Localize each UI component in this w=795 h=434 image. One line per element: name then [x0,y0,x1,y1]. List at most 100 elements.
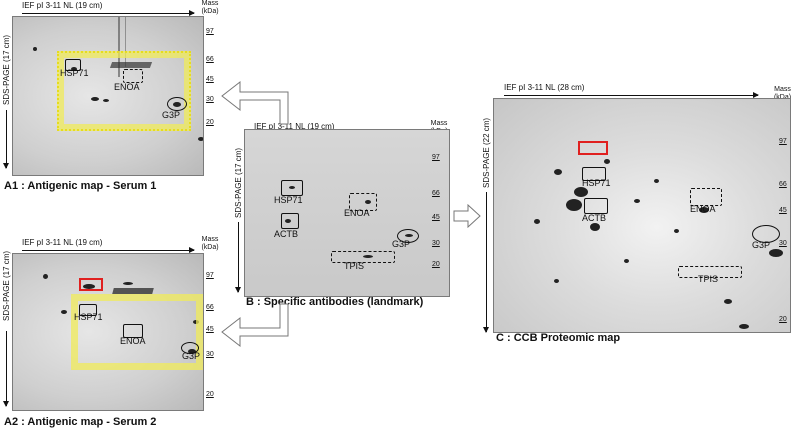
a2-sds-label: SDS-PAGE (17 cm) [2,250,11,321]
b-tpis-label: TPIS [344,261,365,271]
b-hsp71-label: HSP71 [274,195,303,205]
a1-hsp71-box [65,59,81,71]
c-hsp71-label: HSP71 [582,178,611,188]
c-tick-30: 30 [779,240,787,247]
a1-gel-image [12,16,204,176]
a1-ief-label: IEF pI 3-11 NL (19 cm) [22,1,103,10]
c-spot [739,324,749,329]
b-enoa-label: ENOA [344,208,370,218]
b-hsp71-box [281,180,303,196]
c-actb-box [584,198,608,214]
a1-mass-text: Mass (kDa) [201,0,219,15]
a2-ief-arrow [22,247,195,253]
a2-tick-20: 20 [206,391,214,398]
a1-tick-30: 30 [206,96,214,103]
a1-sds-label: SDS-PAGE (17 cm) [2,34,11,105]
arrow-b-to-a2 [221,303,289,348]
a2-yellow-region [71,294,203,370]
panel-b: IEF pI 3-11 NL (19 cm) Mass (kDa) SDS-PA… [232,118,452,308]
c-spot [574,187,588,197]
b-g3p-ellipse [397,229,419,243]
c-mass-label: Mass (kDa) [770,86,795,102]
a2-g3p-label: G3P [182,351,201,361]
c-spot [624,259,629,263]
c-mass-text: Mass (kDa) [774,86,791,101]
a1-streak [118,17,120,77]
a2-enoa-label: ENOA [120,336,146,346]
a1-mass-label: Mass (kDa) [198,0,222,16]
c-red-marker [578,141,608,155]
a2-tick-30: 30 [206,351,214,358]
b-spot [289,186,295,189]
c-enoa-box [690,188,722,206]
arrow-b-to-a1 [221,80,289,125]
panel-a1: IEF pI 3-11 NL (19 cm) Mass (kDa) SDS-PA… [0,0,222,200]
a1-hsp71-label: HSP71 [60,68,89,78]
c-tick-20: 20 [779,316,787,323]
c-hsp71-box [582,167,606,181]
a2-spot [61,310,67,314]
c-spot [699,207,709,213]
b-g3p-label: G3P [392,239,411,249]
c-spot [554,279,559,283]
a2-spot [123,282,133,285]
a1-tick-97: 97 [206,28,214,35]
a2-hsp71-label: HSP71 [74,312,103,322]
a1-enoa-label: ENOA [114,82,140,92]
b-tpis-box [331,251,395,263]
a2-gel-image [12,253,204,411]
b-tick-20: 20 [432,261,440,268]
a1-yellow-region [57,51,191,131]
c-spot [566,199,582,211]
a2-ief-label: IEF pI 3-11 NL (19 cm) [22,238,103,247]
a1-g3p-label: G3P [162,110,181,120]
a2-tick-97: 97 [206,272,214,279]
a1-spot [33,47,37,51]
c-ief-arrow [504,92,759,98]
c-spot [724,299,732,304]
a2-spot [83,284,95,289]
a1-ief-arrow [22,10,195,16]
c-spot [554,169,562,175]
b-spot [363,255,373,258]
b-sds-label: SDS-PAGE (17 cm) [234,147,243,218]
c-spot [590,223,600,231]
a1-streak [125,17,126,67]
b-gel-image [244,129,450,297]
a1-tick-20: 20 [206,119,214,126]
a2-caption: A2 : Antigenic map - Serum 2 [4,416,157,428]
c-g3p-label: G3P [752,240,771,250]
c-tpis-box [678,266,742,278]
a2-enoa-box [123,324,143,338]
a2-mass-label: Mass (kDa) [198,236,222,252]
a1-tick-66: 66 [206,56,214,63]
a1-enoa-box [123,69,143,83]
a2-spot [43,274,48,279]
b-spot [365,200,371,204]
b-tick-97: 97 [432,154,440,161]
c-spot [534,219,540,224]
a1-sds-arrow [3,110,9,169]
a1-yellow-dotted [57,51,191,131]
c-tick-45: 45 [779,207,787,214]
arrow-b-to-c [453,204,481,228]
c-sds-arrow [483,192,489,333]
a1-g3p-ellipse [167,97,187,111]
a2-tick-45: 45 [206,326,214,333]
c-tpis-label: TPIS [698,274,719,284]
a1-spot [198,137,203,141]
c-spot [654,179,659,183]
c-sds-label: SDS-PAGE (22 cm) [482,117,491,188]
a2-sds-arrow [3,331,9,407]
panel-a2: IEF pI 3-11 NL (19 cm) Mass (kDa) SDS-PA… [0,236,222,434]
a1-spot [71,67,77,71]
c-gel-image [493,98,791,333]
c-spot [634,199,640,203]
c-spot [674,229,679,233]
b-tick-66: 66 [432,190,440,197]
a1-spot [91,97,99,101]
c-ief-label: IEF pI 3-11 NL (28 cm) [504,83,585,92]
c-enoa-label: ENOA [690,204,716,214]
b-caption: B : Specific antibodies (landmark) [246,296,424,308]
b-spot [285,219,291,223]
